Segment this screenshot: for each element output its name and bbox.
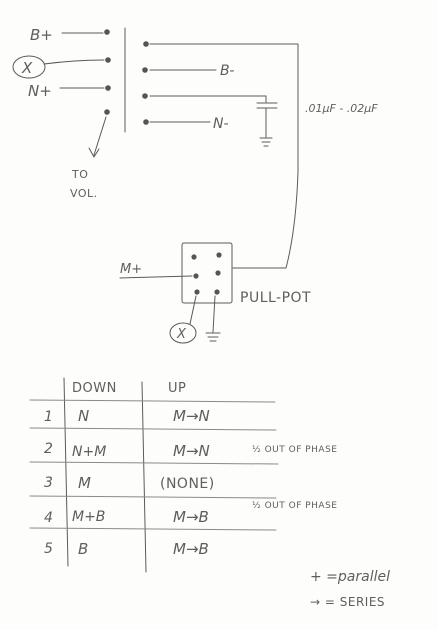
label-bplus: B+: [30, 26, 53, 44]
label-capacitor: .01µF - .02µF: [305, 102, 378, 115]
to-vol-arrow-line: [93, 116, 107, 156]
row-1-down: N: [78, 407, 89, 425]
row-3-up: (NONE): [160, 476, 215, 492]
pin-right-2: [142, 67, 148, 73]
row-5-num: 5: [44, 541, 53, 557]
table-hline-4: [29, 527, 277, 531]
pin-left-3: [105, 85, 111, 91]
pot-pin-6: [214, 289, 220, 295]
label-x: X: [21, 59, 33, 77]
wire-top-loop: [149, 43, 299, 269]
label-pullpot: PULL-POT: [240, 290, 311, 306]
label-to: TO: [71, 168, 88, 181]
table-vline-1: [63, 377, 69, 567]
pin-right-1: [143, 41, 149, 47]
label-mplus: M+: [120, 262, 142, 277]
row-2-up: M→N: [173, 442, 210, 460]
wire-pot-x: [189, 295, 197, 325]
pin-right-4: [143, 119, 149, 125]
pot-pin-3: [193, 273, 199, 279]
legend-parallel: + =parallel: [310, 569, 390, 585]
table-hline-3: [29, 495, 277, 499]
header-down: DOWN: [72, 381, 117, 396]
row-5-up: M→B: [173, 540, 209, 558]
table-hline-1: [29, 427, 277, 431]
label-bottom-x: X: [176, 327, 187, 342]
row-5-down: B: [78, 540, 88, 558]
x-circle: [12, 55, 46, 79]
table-hline-header: [29, 399, 276, 403]
row-3-down: M: [78, 474, 91, 492]
wire-mplus: [119, 275, 193, 279]
row-4-num: 4: [44, 510, 53, 526]
row-1-num: 1: [44, 409, 53, 425]
row-4-up: M→B: [173, 508, 209, 526]
label-nminus: N-: [213, 116, 229, 132]
header-up: UP: [168, 381, 186, 396]
row-1-up: M→N: [173, 407, 210, 425]
wire-pot-ground: [212, 295, 216, 333]
bottom-x-circle: [169, 322, 197, 344]
label-bminus: B-: [220, 63, 234, 79]
table-hline-2: [29, 461, 279, 465]
label-nplus: N+: [28, 82, 52, 100]
pin-right-3: [142, 93, 148, 99]
pin-left-2: [105, 57, 111, 63]
wire-cap: [149, 95, 267, 103]
row-2-note: ½ OUT OF PHASE: [252, 445, 338, 455]
pin-left-1: [104, 29, 110, 35]
pot-pin-5: [194, 289, 200, 295]
wire-x: [43, 59, 105, 65]
pot-pin-4: [215, 270, 221, 276]
row-4-note: ½ OUT OF PHASE: [252, 501, 338, 511]
row-2-num: 2: [44, 441, 53, 457]
label-vol: VOL.: [70, 187, 98, 200]
table-vline-2: [141, 381, 147, 573]
to-vol-arrow-head: [88, 147, 100, 158]
legend-series: → = SERIES: [310, 595, 385, 609]
row-2-down: N+M: [72, 444, 106, 460]
row-3-num: 3: [44, 475, 53, 491]
pullpot-body: [181, 242, 233, 304]
pin-left-4: [104, 109, 110, 115]
row-4-down: M+B: [72, 509, 105, 525]
pot-pin-2: [216, 252, 222, 258]
pot-pin-1: [191, 254, 197, 260]
